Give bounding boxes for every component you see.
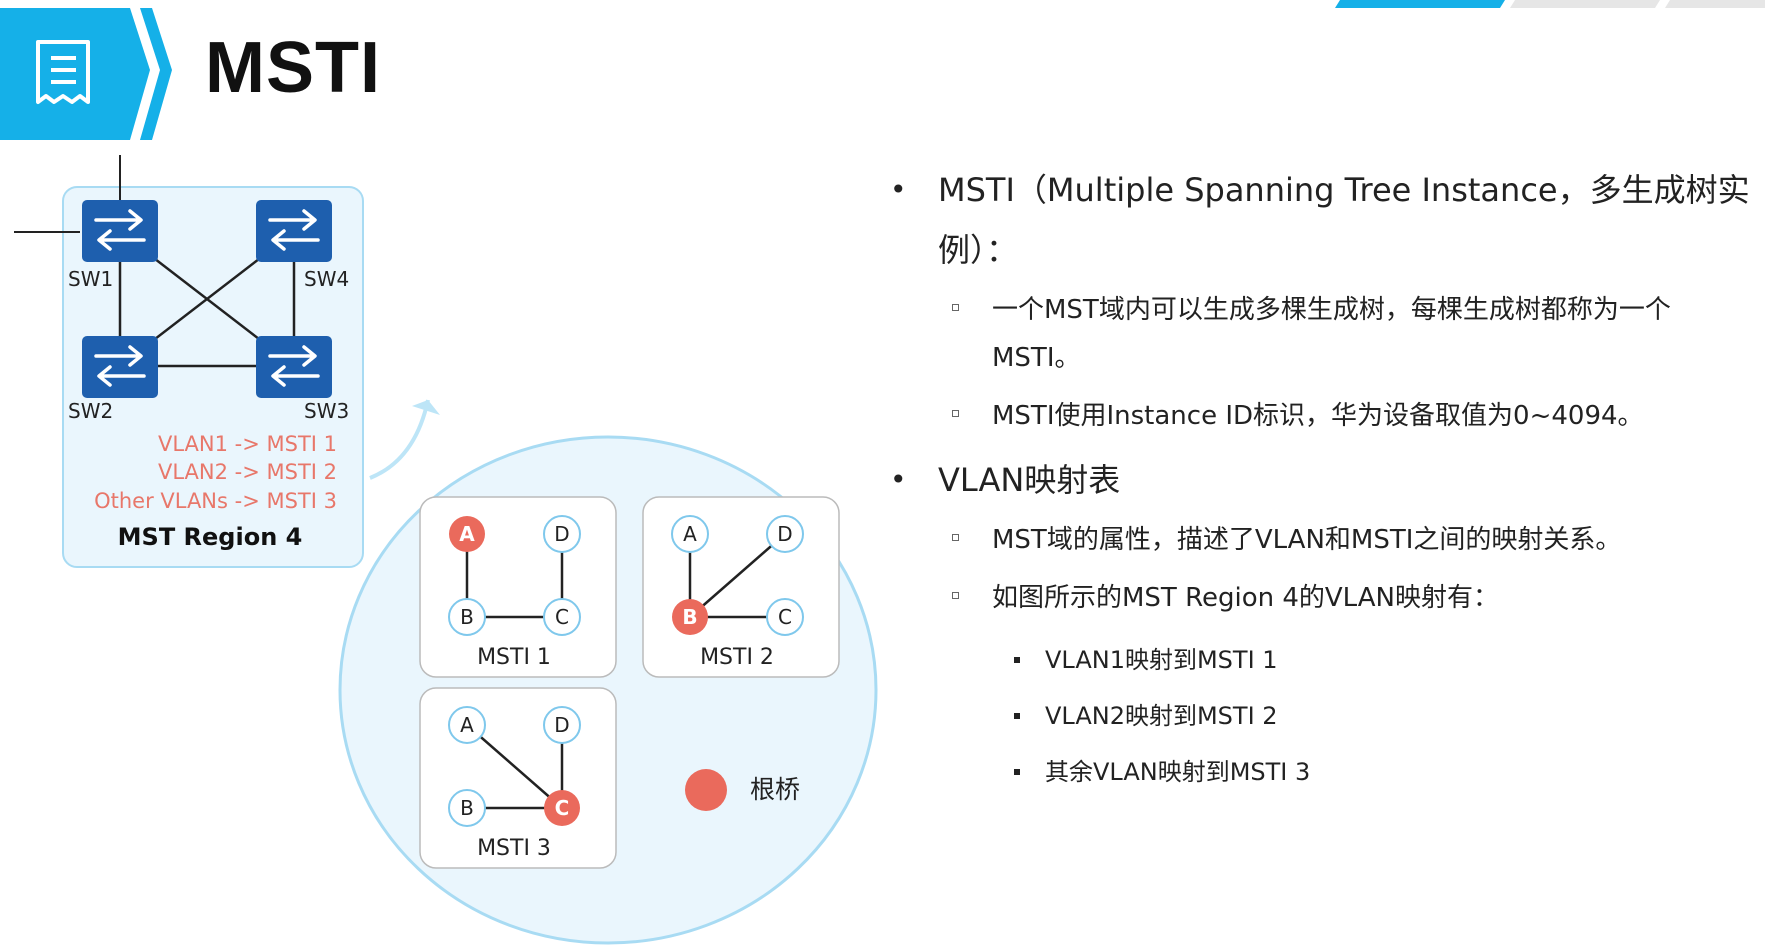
msti-name: MSTI 3 — [477, 836, 551, 861]
switch-icon — [256, 336, 332, 398]
sub-bullet: 如图所示的MST Region 4的VLAN映射有： — [880, 574, 1750, 622]
sub-bullet-text: 一个MST域内可以生成多棵生成树，每棵生成树都称为一个MSTI。 — [992, 295, 1671, 373]
node — [543, 706, 581, 744]
node-label: C — [778, 605, 792, 629]
page-title: MSTI — [205, 28, 381, 108]
switch-label: SW1 — [68, 267, 113, 291]
breadcrumb-tab-active[interactable] — [1335, 0, 1505, 8]
square-bullet — [952, 304, 959, 311]
bullet-text: VLAN映射表 — [938, 461, 1121, 499]
sub-sub-bullet-text: VLAN1映射到MSTI 1 — [1045, 646, 1278, 674]
sub-sub-bullet-text: VLAN2映射到MSTI 2 — [1045, 702, 1278, 730]
bullet-dot: • — [890, 463, 907, 496]
node-label: D — [554, 713, 569, 737]
switch-icon — [82, 200, 158, 262]
node-label: A — [460, 713, 474, 737]
node-label: D — [777, 522, 792, 546]
sub-bullet: 一个MST域内可以生成多棵生成树，每棵生成树都称为一个MSTI。 — [880, 286, 1750, 382]
node-label: B — [460, 605, 474, 629]
sub-sub-bullet: 其余VLAN映射到MSTI 3 — [880, 744, 1750, 800]
bullet-msti: • MSTI（Multiple Spanning Tree Instance，多… — [880, 160, 1750, 280]
switch-label: SW2 — [68, 399, 113, 423]
breadcrumb — [1335, 0, 1765, 8]
vlan-mapping: VLAN1 -> MSTI 1 — [158, 432, 337, 456]
square-bullet — [952, 534, 959, 541]
small-square-bullet — [1014, 657, 1020, 663]
root-legend-marker — [685, 769, 727, 811]
switch-label: SW4 — [304, 267, 349, 291]
document-icon — [36, 40, 90, 104]
content-panel: • MSTI（Multiple Spanning Tree Instance，多… — [880, 160, 1750, 800]
node-label: C — [555, 605, 569, 629]
node-label: D — [554, 522, 569, 546]
node — [766, 515, 804, 553]
sub-bullet: MST域的属性，描述了VLAN和MSTI之间的映射关系。 — [880, 516, 1750, 564]
bullet-vlan-map: • VLAN映射表 — [880, 450, 1750, 510]
root-node — [544, 790, 580, 826]
node-label: B — [460, 796, 474, 820]
node — [671, 515, 709, 553]
sub-sub-bullet: VLAN2映射到MSTI 2 — [880, 688, 1750, 744]
switch-label: SW3 — [304, 399, 349, 423]
sub-bullet: MSTI使用Instance ID标识，华为设备取值为0~4094。 — [880, 392, 1750, 440]
legend: 根桥 — [685, 769, 800, 811]
msti-tree-card: A D B C MSTI 1 — [419, 496, 617, 678]
sub-bullet-text: MSTI使用Instance ID标识，华为设备取值为0~4094。 — [992, 401, 1644, 431]
msti-tree-card: A D B C MSTI 3 — [419, 687, 617, 869]
vlan-mapping: Other VLANs -> MSTI 3 — [94, 489, 337, 513]
msti-diagram: SW1 SW4 SW2 SW3 VLAN1 -> MSTI 1 VLAN2 ->… — [14, 155, 878, 945]
root-node — [672, 599, 708, 635]
zoom-arrow — [369, 399, 440, 480]
msti-name: MSTI 1 — [477, 645, 551, 670]
legend-label: 根桥 — [750, 775, 800, 804]
node-label: A — [683, 522, 697, 546]
root-node — [449, 516, 485, 552]
node-label: B — [682, 605, 697, 629]
sub-sub-bullet: VLAN1映射到MSTI 1 — [880, 632, 1750, 688]
bullet-dot: • — [890, 173, 907, 206]
breadcrumb-tab-3[interactable] — [1665, 0, 1765, 8]
switch-icon — [256, 200, 332, 262]
node-label: A — [459, 522, 475, 546]
small-square-bullet — [1014, 769, 1020, 775]
node — [448, 598, 486, 636]
mst-region-box — [62, 186, 364, 568]
switch-icon — [82, 336, 158, 398]
msti-name: MSTI 2 — [700, 645, 774, 670]
sub-sub-bullet-text: 其余VLAN映射到MSTI 3 — [1045, 758, 1311, 786]
square-bullet — [952, 410, 959, 417]
node — [543, 515, 581, 553]
sub-bullet-text: MST域的属性，描述了VLAN和MSTI之间的映射关系。 — [992, 525, 1622, 555]
node — [766, 598, 804, 636]
vlan-mapping: VLAN2 -> MSTI 2 — [158, 460, 337, 484]
node — [448, 706, 486, 744]
node — [448, 789, 486, 827]
banner-chevron — [140, 8, 172, 140]
small-square-bullet — [1014, 713, 1020, 719]
breadcrumb-tab-2[interactable] — [1510, 0, 1660, 8]
square-bullet — [952, 592, 959, 599]
region-label: MST Region 4 — [118, 523, 303, 551]
sub-bullet-text: 如图所示的MST Region 4的VLAN映射有： — [992, 583, 1500, 613]
node — [543, 598, 581, 636]
header-banner — [0, 8, 172, 140]
node-label: C — [555, 796, 570, 820]
msti-tree-card: A D B C MSTI 2 — [642, 496, 840, 678]
bullet-text: MSTI（Multiple Spanning Tree Instance，多生成… — [938, 171, 1750, 269]
